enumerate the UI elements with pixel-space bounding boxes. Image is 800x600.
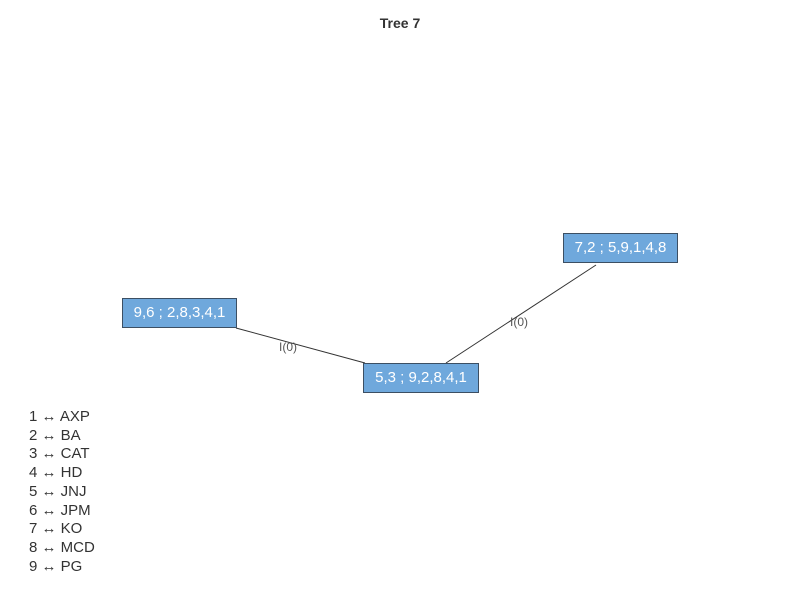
diagram-title: Tree 7 <box>379 15 421 31</box>
tree-node-3: 7,2 ; 5,9,1,4,8 <box>563 233 678 263</box>
legend-item: 2 ↔ BA <box>29 426 81 444</box>
legend-item: 5 ↔ JNJ <box>29 482 87 500</box>
edge-label-n2-n3: I(0) <box>510 315 528 329</box>
legend: 1 ↔ AXP 2 ↔ BA 3 ↔ CAT 4 ↔ HD 5 ↔ JNJ 6 … <box>29 408 95 576</box>
legend-item: 8 ↔ MCD <box>29 538 95 556</box>
edge-n2-n3 <box>445 264 597 364</box>
legend-item: 1 ↔ AXP <box>29 408 90 425</box>
tree-node-1: 9,6 ; 2,8,3,4,1 <box>122 298 237 328</box>
legend-item: 6 ↔ JPM <box>29 501 91 519</box>
legend-item: 3 ↔ CAT <box>29 445 90 463</box>
edge-label-n1-n2: I(0) <box>279 340 297 354</box>
legend-item: 4 ↔ HD <box>29 464 83 482</box>
tree-node-2: 5,3 ; 9,2,8,4,1 <box>363 363 479 393</box>
edge-n1-n2 <box>235 327 366 364</box>
legend-item: 9 ↔ PG <box>29 557 83 575</box>
legend-item: 7 ↔ KO <box>29 520 83 538</box>
